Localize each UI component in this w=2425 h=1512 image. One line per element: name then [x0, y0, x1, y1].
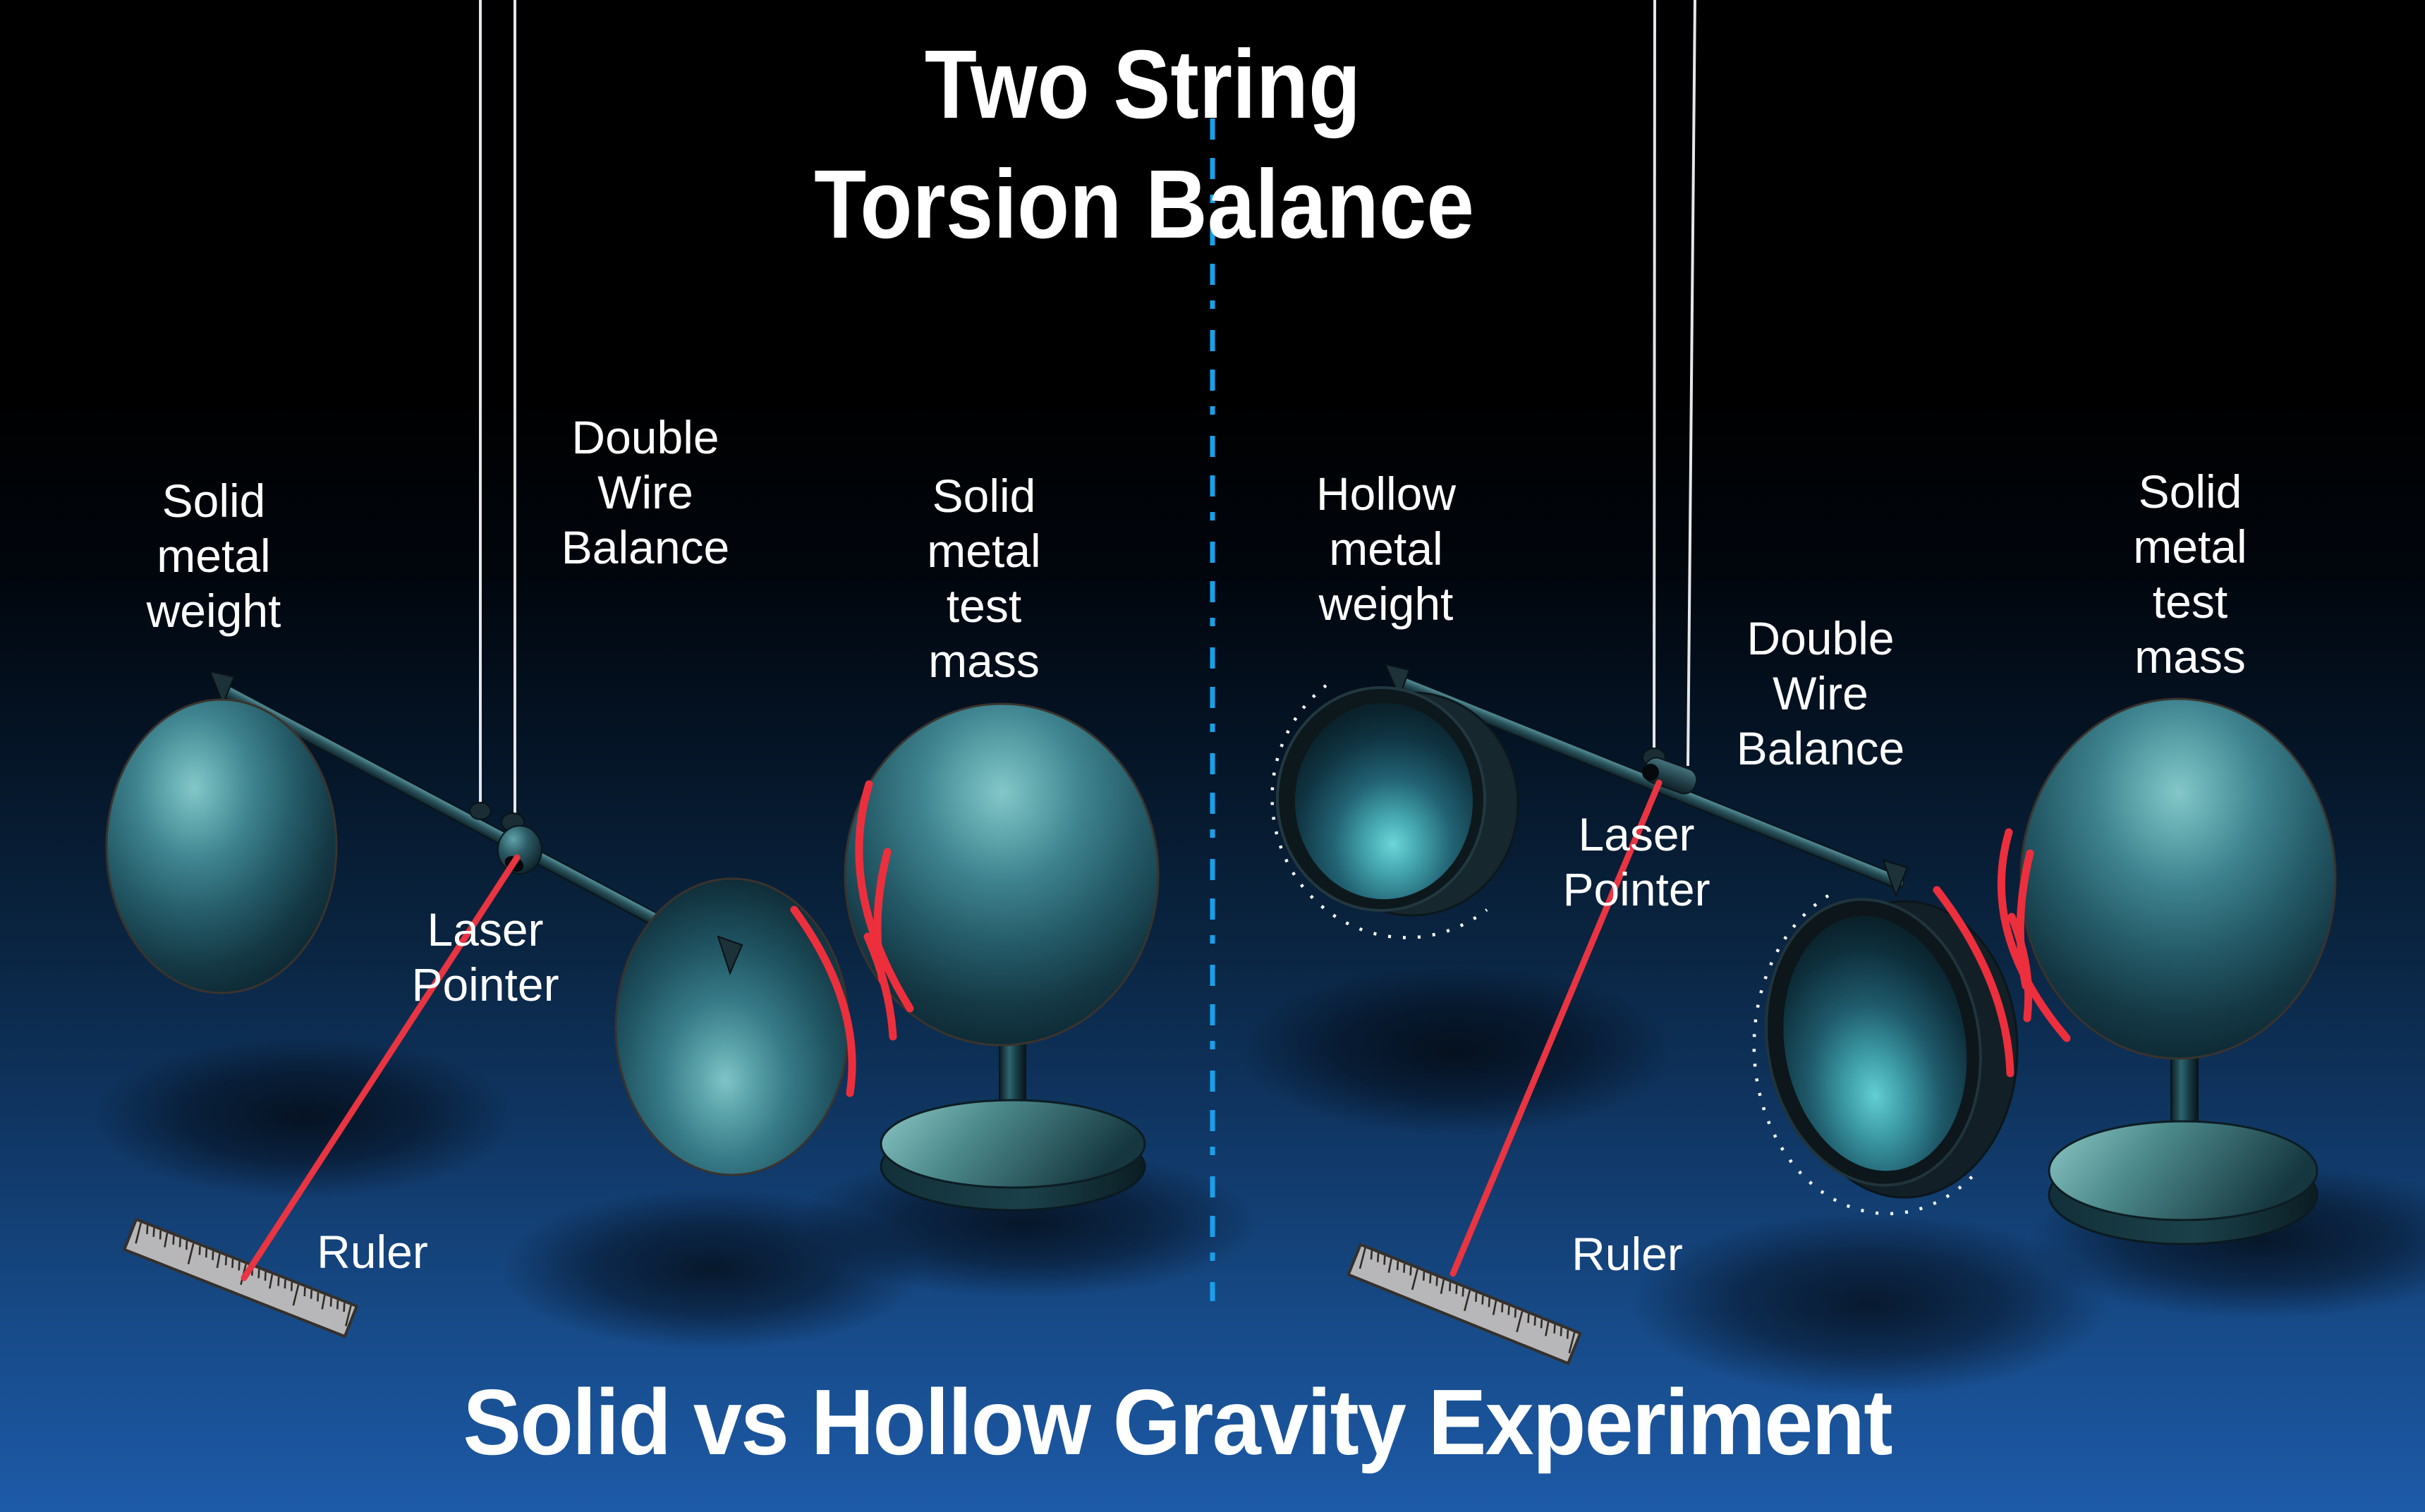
right-arc-near-middle-shell	[1933, 886, 2014, 1078]
left-solid-weight-sphere	[105, 698, 338, 994]
label-line: test	[2152, 575, 2228, 628]
right-rod-end-cap-middle	[1882, 859, 1909, 898]
left-ruler	[122, 1217, 359, 1339]
label-line: mass	[928, 635, 1040, 687]
right-hollow-weight-shell	[1270, 684, 1519, 939]
label-line: Double	[1746, 612, 1895, 664]
bottom-title: Solid vs Hollow Gravity Experiment	[463, 1370, 1892, 1474]
left-arc-gap-2	[873, 848, 892, 984]
right-wire-2	[1686, 0, 1696, 767]
shadow-right-weight	[1238, 966, 1675, 1135]
right-attraction-arcs	[1933, 828, 2071, 1078]
label-left-solid-metal-test-mass: Solid metal test mass	[927, 468, 1040, 688]
left-rod-end-cap-weight	[209, 670, 236, 706]
label-line: Pointer	[411, 958, 559, 1011]
right-panel-hollow-experiment	[1270, 0, 2337, 1365]
left-wire1-cap	[469, 802, 492, 820]
label-line: metal	[927, 525, 1041, 577]
label-line: Wire	[597, 466, 693, 518]
label-line: Hollow	[1315, 468, 1457, 520]
label-line: Balance	[1736, 722, 1905, 774]
label-line: Balance	[561, 521, 730, 573]
label-right-laser-pointer: Laser Pointer	[1562, 807, 1710, 917]
label-line: Solid	[2138, 465, 2242, 518]
middle-shell-inner-glow	[1783, 916, 1967, 1171]
right-test-mass-sphere	[2019, 697, 2337, 1060]
label-line: metal	[1329, 523, 1443, 575]
right-middle-hollow-shell	[1752, 894, 2019, 1216]
label-line: weight	[1318, 578, 1454, 630]
label-left-laser-pointer: Laser Pointer	[411, 902, 559, 1012]
right-wire-1	[1653, 0, 1656, 760]
left-arc-gap-1	[863, 932, 897, 1041]
left-middle-solid-sphere	[614, 877, 850, 1176]
shadow-right-middle-shell	[1629, 1213, 2109, 1396]
label-line: metal	[157, 530, 271, 582]
right-arc-near-test-mass	[1997, 828, 2071, 1042]
label-right-solid-metal-test-mass: Solid metal test mass	[2133, 464, 2247, 684]
label-line: Double	[571, 411, 719, 463]
left-laser-beam	[241, 854, 521, 1281]
label-right-ruler: Ruler	[1572, 1228, 1683, 1280]
label-line: Solid	[162, 475, 266, 527]
label-line: Solid	[932, 470, 1036, 522]
shadow-left-weight	[92, 1037, 515, 1199]
label-line: metal	[2133, 520, 2247, 573]
left-stand-base-top	[880, 1099, 1146, 1189]
hollow-weight-inner-glow	[1295, 703, 1473, 899]
main-title-line2: Torsion Balance	[814, 150, 1474, 259]
label-right-hollow-metal-weight: Hollow metal weight	[1316, 466, 1456, 631]
left-rod-end-cap-middle	[717, 935, 743, 975]
label-line: Wire	[1773, 667, 1868, 719]
right-laser-pointer-barrel	[1641, 757, 1698, 795]
label-line: Laser	[427, 903, 544, 956]
left-attraction-arcs	[790, 780, 914, 1097]
left-panel-solid-experiment	[105, 0, 1160, 1339]
label-line: Laser	[1578, 808, 1695, 860]
right-rod-end-cap-weight	[1384, 663, 1411, 699]
left-arc-near-test-mass	[855, 780, 914, 1013]
right-ruler	[1347, 1243, 1582, 1365]
label-left-double-wire-balance: Double Wire Balance	[561, 410, 730, 575]
right-stand-base-top	[2048, 1120, 2318, 1221]
label-left-solid-metal-weight: Solid metal weight	[147, 473, 281, 638]
label-right-double-wire-balance: Double Wire Balance	[1737, 611, 1905, 776]
right-laser-beam	[1449, 779, 1663, 1277]
label-line: mass	[2134, 630, 2246, 683]
label-line: Pointer	[1562, 863, 1710, 915]
label-line: weight	[146, 585, 281, 637]
main-title-line1: Two String	[924, 30, 1361, 139]
label-line: test	[946, 580, 1022, 632]
left-test-mass-sphere	[844, 702, 1160, 1047]
label-left-ruler: Ruler	[317, 1226, 428, 1278]
left-arc-near-middle-sphere	[790, 906, 856, 1097]
